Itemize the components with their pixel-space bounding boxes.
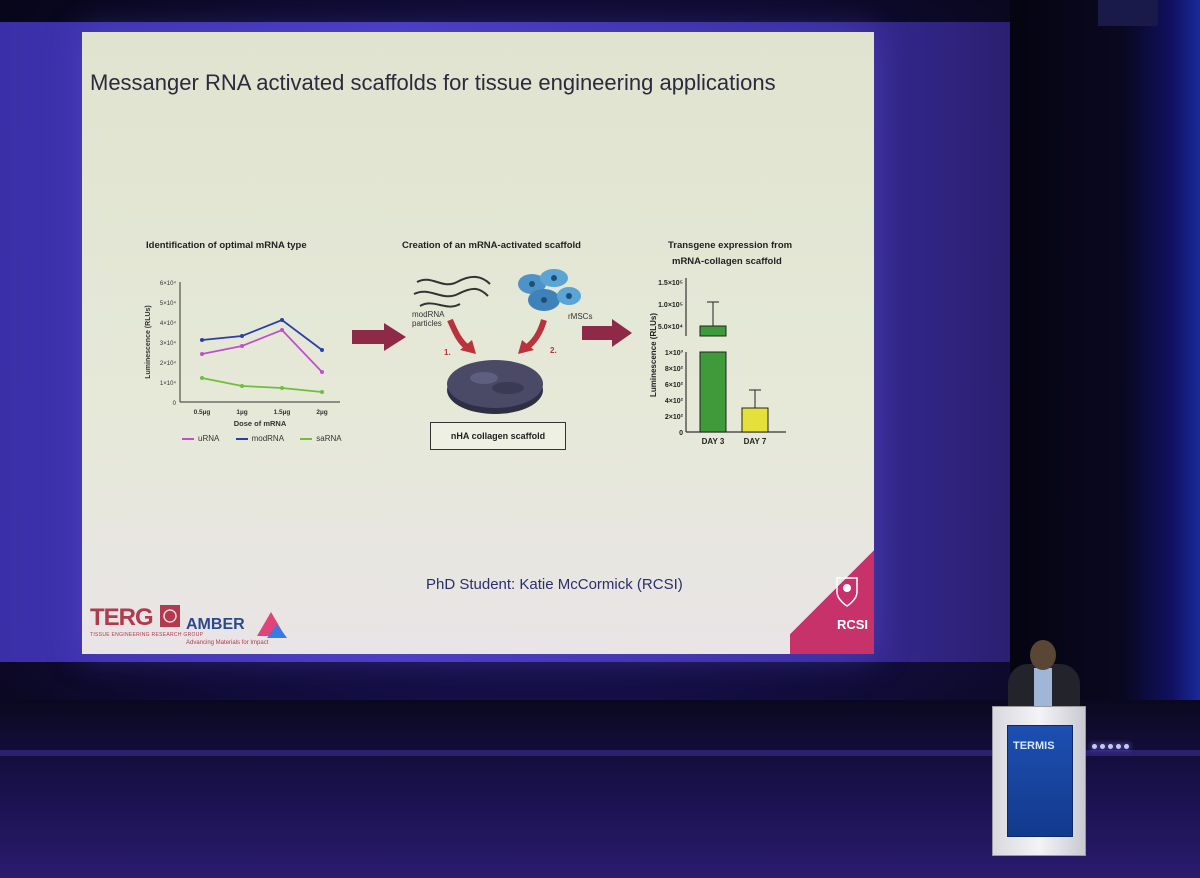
bar-y-tick-lower: 4×10² [665, 398, 684, 405]
line-series-modRNA [201, 318, 323, 351]
stage-curtain [1010, 0, 1200, 760]
flow-arrow-icon-2 [582, 319, 632, 347]
line-y-tick: 6×10⁴ [160, 280, 177, 287]
line-y-label: Luminescence (RLUs) [145, 305, 152, 379]
curved-arrow-right-icon [518, 319, 547, 354]
line-y-tick: 2×10⁴ [160, 360, 177, 367]
line-y-tick: 3×10⁴ [160, 340, 177, 347]
line-point [320, 390, 324, 394]
rmscs-label: rMSCs [568, 312, 593, 321]
bar-y-tick-upper: 1.0×10⁵ [658, 302, 683, 309]
bar-y-tick-lower: 2×10² [665, 414, 684, 421]
cells-icon [518, 269, 581, 311]
line-point [280, 328, 284, 332]
scaffold-label-box: nHA collagen scaffold [430, 422, 566, 450]
line-x-tick: 1µg [236, 409, 247, 416]
line-point [240, 334, 244, 338]
mrna-strands-icon [413, 276, 491, 308]
bar-y-tick-upper: 5.0×10⁴ [658, 324, 684, 331]
bar-DAY 3-lower [699, 351, 727, 433]
line-y-tick: 1×10⁴ [160, 380, 177, 387]
step2-label: 2. [550, 346, 557, 355]
speaker-shirt [1034, 668, 1052, 708]
line-series-uRNA [201, 328, 323, 373]
speaker-head [1030, 640, 1056, 670]
bar-DAY 3 [699, 325, 727, 337]
bar-y-tick-lower: 1×10³ [665, 350, 684, 357]
bar-y-tick-lower: 8×10² [665, 366, 684, 373]
ceiling-light [1098, 0, 1158, 26]
line-y-tick: 5×10⁴ [160, 300, 177, 307]
amber-triangle-icon [257, 612, 288, 638]
panel2-heading: Creation of an mRNA-activated scaffold [402, 240, 581, 251]
panel1-heading: Identification of optimal mRNA type [146, 240, 307, 251]
line-x-tick: 1.5µg [274, 409, 291, 416]
rcsi-logo-text: RCSI [836, 617, 868, 632]
rcsi-corner-banner [790, 530, 874, 654]
bar-y-label: Luminescence (RLUs) [649, 313, 658, 397]
presentation-slide: Messanger RNA activated scaffolds for ti… [82, 32, 874, 654]
line-point [200, 352, 204, 356]
legend-item-sarna: saRNA [300, 434, 342, 443]
bar-chart: 1.5×10⁵ 1.0×10⁵ 5.0×10⁴ 1×10³ 8×10² 6×10² 4×10… [649, 278, 786, 446]
bar-x-tick: DAY 7 [744, 437, 767, 446]
stage-edge [0, 750, 1200, 756]
panel3-heading-line2: mRNA-collagen scaffold [672, 256, 782, 267]
line-series-saRNA [201, 377, 323, 393]
line-chart: 6×10⁴ 5×10⁴ 4×10⁴ 3×10⁴ 2×10⁴ 1×10⁴ 0 Luminesce… [145, 280, 340, 428]
bar-DAY 7 [741, 407, 769, 433]
legend-item-urna: uRNA [182, 434, 219, 443]
legend-item-modrna: modRNA [235, 434, 284, 443]
line-y-tick: 0 [173, 401, 177, 407]
line-point [240, 344, 244, 348]
bar-y-tick-upper: 1.5×10⁵ [658, 280, 683, 287]
rcsi-crest-icon [836, 577, 858, 607]
terg-emblem-icon [160, 605, 181, 627]
line-point [200, 338, 204, 342]
slide-title: Messanger RNA activated scaffolds for ti… [90, 70, 776, 95]
line-x-tick: 2µg [316, 409, 327, 416]
bar-y-tick-lower: 6×10² [665, 382, 684, 389]
line-point [280, 318, 284, 322]
line-chart-legend: uRNA modRNA saRNA [182, 434, 356, 443]
step1-label: 1. [444, 348, 451, 357]
flow-arrow-icon [352, 323, 406, 351]
line-point [320, 348, 324, 352]
bar-y-tick-lower: 0 [679, 430, 683, 437]
line-y-tick: 4×10⁴ [160, 320, 177, 327]
podium-brand: TERMIS [1013, 740, 1055, 752]
podium: TERMIS [992, 706, 1086, 856]
scaffold-disc-icon [447, 360, 543, 414]
podium-sign: TERMIS [1007, 725, 1073, 837]
student-credit: PhD Student: Katie McCormick (RCSI) [426, 576, 683, 593]
terg-logo: TERG TISSUE ENGINEERING RESEARCH GROUP [90, 604, 204, 638]
amber-logo: AMBER Advancing Materials for Impact [186, 610, 289, 646]
line-x-tick: 0.5µg [194, 409, 211, 416]
line-point [200, 376, 204, 380]
panel3-heading-line1: Transgene expression from [668, 240, 793, 251]
curved-arrow-left-icon [447, 318, 476, 354]
bar-x-tick: DAY 3 [702, 437, 725, 446]
line-point [240, 384, 244, 388]
modrna-particles-label: modRNA particles [412, 310, 445, 328]
line-point [320, 370, 324, 374]
stage-lights [1092, 736, 1132, 754]
line-x-label: Dose of mRNA [234, 419, 287, 428]
line-point [280, 386, 284, 390]
